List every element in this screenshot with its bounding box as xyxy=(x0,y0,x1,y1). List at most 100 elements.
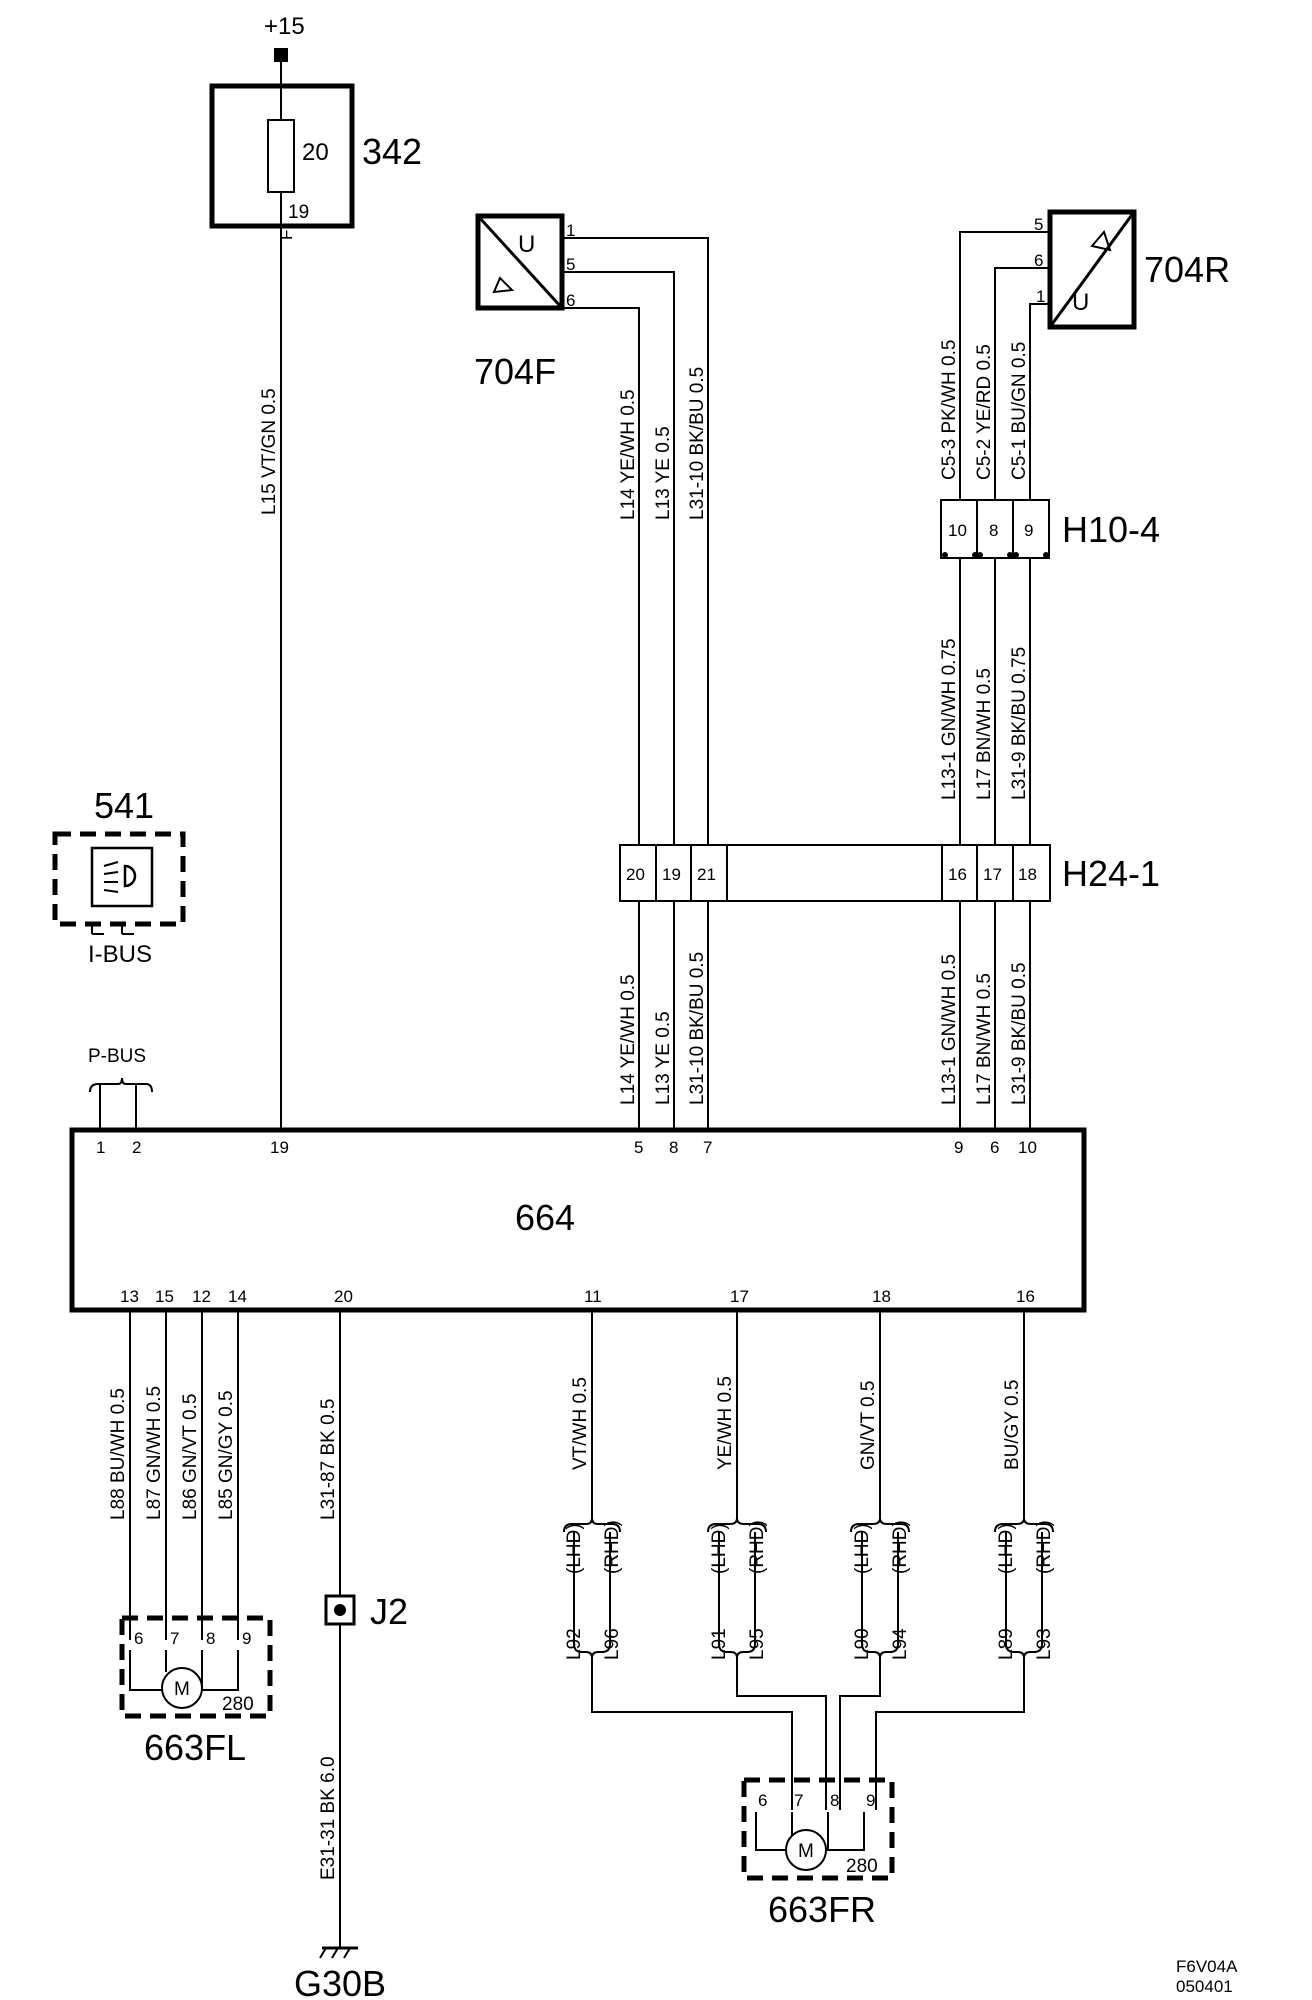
svg-text:17: 17 xyxy=(730,1287,749,1306)
sensor-704r-id: 704R xyxy=(1144,249,1230,290)
svg-text:9: 9 xyxy=(242,1629,251,1648)
svg-text:9: 9 xyxy=(1024,521,1033,540)
ibus-label: I-BUS xyxy=(88,941,152,968)
fuse-pin-sub: F xyxy=(277,230,296,240)
connector-h10-4-id: H10-4 xyxy=(1062,509,1160,550)
svg-text:M: M xyxy=(798,1841,814,1862)
wire-f-l14: L14 YE/WH 0.5 xyxy=(618,389,639,520)
svg-text:280: 280 xyxy=(222,1694,254,1715)
junction-j2-id: J2 xyxy=(370,1591,408,1632)
svg-text:15: 15 xyxy=(155,1287,174,1306)
supply-terminal xyxy=(274,48,288,62)
wire-r-c51: C5-1 BU/GN 0.5 xyxy=(1009,342,1030,480)
motor-663fl: 6 7 8 9 M 280 xyxy=(119,1615,273,1719)
lhd-rhd-labels: (LHD) (RHD) (LHD) (RHD) (LHD) (RHD) (LHD… xyxy=(564,1520,1055,1574)
motor-663fr: 6 7 8 9 M 280 xyxy=(741,1777,895,1881)
sensor-704f-letter: U xyxy=(518,231,535,258)
fuse-rating: 20 xyxy=(302,139,329,166)
pbus-label: P-BUS xyxy=(88,1046,146,1067)
svg-text:6: 6 xyxy=(566,291,575,310)
switch-541-box xyxy=(52,831,186,927)
svg-text:13: 13 xyxy=(120,1287,139,1306)
sensor-704r: U 5 6 1 xyxy=(1034,209,1137,330)
branch-braces-top xyxy=(563,1517,1054,1533)
switch-541-id: 541 xyxy=(94,785,154,826)
svg-text:8: 8 xyxy=(989,521,998,540)
wire-f-l13: L13 YE 0.5 xyxy=(653,426,674,520)
wire-c11: VT/WH 0.5 xyxy=(570,1377,591,1470)
motor-icon xyxy=(785,1829,827,1871)
svg-text:8: 8 xyxy=(669,1138,678,1157)
svg-text:(RHD): (RHD) xyxy=(1034,1520,1055,1574)
wire-l86: L86 GN/VT 0.5 xyxy=(180,1394,201,1520)
svg-text:11: 11 xyxy=(584,1287,602,1306)
connector-h10-4: 10 8 9 xyxy=(940,499,1050,559)
drawing-date: 050401 xyxy=(1176,1977,1233,1996)
svg-text:18: 18 xyxy=(1018,865,1037,884)
sensor-704f-id: 704F xyxy=(474,351,556,392)
sensor-icon xyxy=(492,276,515,294)
svg-text:5: 5 xyxy=(566,255,575,274)
unit-pins-top: 1 2 19 5 8 7 9 6 10 xyxy=(96,1138,1037,1157)
ground-g30b-id: G30B xyxy=(294,1963,386,2000)
svg-text:16: 16 xyxy=(1016,1287,1035,1306)
wire-b-l17: L17 BN/WH 0.5 xyxy=(974,973,995,1105)
motor-663fr-id: 663FR xyxy=(768,1889,876,1930)
svg-text:6: 6 xyxy=(134,1629,143,1648)
sensor-704r-letter: U xyxy=(1072,289,1089,316)
svg-text:7: 7 xyxy=(794,1791,803,1810)
svg-text:(LHD): (LHD) xyxy=(564,1523,585,1574)
wire-b-l319: L31-9 BK/BU 0.5 xyxy=(1009,962,1030,1105)
svg-text:(LHD): (LHD) xyxy=(996,1523,1017,1574)
sensor-icon xyxy=(1090,230,1112,252)
wire-r-c52: C5-2 YE/RD 0.5 xyxy=(974,344,995,480)
svg-text:19: 19 xyxy=(662,865,681,884)
wire-b-l14: L14 YE/WH 0.5 xyxy=(618,974,639,1105)
svg-text:1: 1 xyxy=(96,1138,105,1157)
wire-l87: L87 GN/WH 0.5 xyxy=(144,1386,165,1520)
wire-e3131: E31-31 BK 6.0 xyxy=(318,1756,339,1880)
motor-icon xyxy=(161,1667,203,1709)
svg-text:7: 7 xyxy=(703,1138,712,1157)
svg-text:(LHD): (LHD) xyxy=(852,1523,873,1574)
svg-text:(LHD): (LHD) xyxy=(709,1523,730,1574)
svg-text:10: 10 xyxy=(1018,1138,1037,1157)
svg-text:5: 5 xyxy=(1034,215,1043,234)
svg-text:6: 6 xyxy=(990,1138,999,1157)
svg-text:9: 9 xyxy=(954,1138,963,1157)
wire-r-c53: C5-3 PK/WH 0.5 xyxy=(939,340,960,480)
svg-text:20: 20 xyxy=(334,1287,353,1306)
svg-text:19: 19 xyxy=(270,1138,289,1157)
fuse-pin: 19 xyxy=(288,202,309,223)
wire-c18: GN/VT 0.5 xyxy=(858,1381,879,1470)
headlamp-leveling-icon xyxy=(90,846,154,908)
svg-text:L95: L95 xyxy=(747,1628,768,1660)
svg-text:1: 1 xyxy=(566,221,575,240)
svg-text:17: 17 xyxy=(983,865,1002,884)
svg-text:L96: L96 xyxy=(602,1628,623,1660)
svg-text:L94: L94 xyxy=(890,1628,911,1660)
unit-pins-bottom: 13 15 12 14 20 11 17 18 16 xyxy=(120,1287,1035,1306)
main-unit-664 xyxy=(69,1127,1087,1313)
wire-b-l31: L31-10 BK/BU 0.5 xyxy=(687,952,708,1105)
svg-text:8: 8 xyxy=(830,1791,839,1810)
connector-h24-1: 20 19 21 16 17 18 xyxy=(619,844,1051,902)
svg-text:(RHD): (RHD) xyxy=(602,1520,623,1574)
branch-braces-bottom xyxy=(573,1643,1043,1659)
fuse-box-id: 342 xyxy=(362,131,422,172)
motor-663fl-id: 663FL xyxy=(144,1727,246,1768)
svg-text:5: 5 xyxy=(634,1138,643,1157)
wire-b-l131: L13-1 GN/WH 0.5 xyxy=(939,954,960,1105)
wire-b-l13: L13 YE 0.5 xyxy=(653,1011,674,1105)
svg-text:18: 18 xyxy=(872,1287,891,1306)
svg-text:6: 6 xyxy=(758,1791,767,1810)
svg-text:12: 12 xyxy=(192,1287,211,1306)
wire-m-l131: L13-1 GN/WH 0.75 xyxy=(939,638,960,800)
wire-m-l319: L31-9 BK/BU 0.75 xyxy=(1009,647,1030,800)
wire-number-labels: L92 L96 L91 L95 L90 L94 L89 L93 xyxy=(564,1628,1055,1660)
svg-text:2: 2 xyxy=(132,1138,141,1157)
wire-l85: L85 GN/GY 0.5 xyxy=(216,1390,237,1520)
svg-text:(RHD): (RHD) xyxy=(890,1520,911,1574)
svg-text:1: 1 xyxy=(1036,287,1045,306)
